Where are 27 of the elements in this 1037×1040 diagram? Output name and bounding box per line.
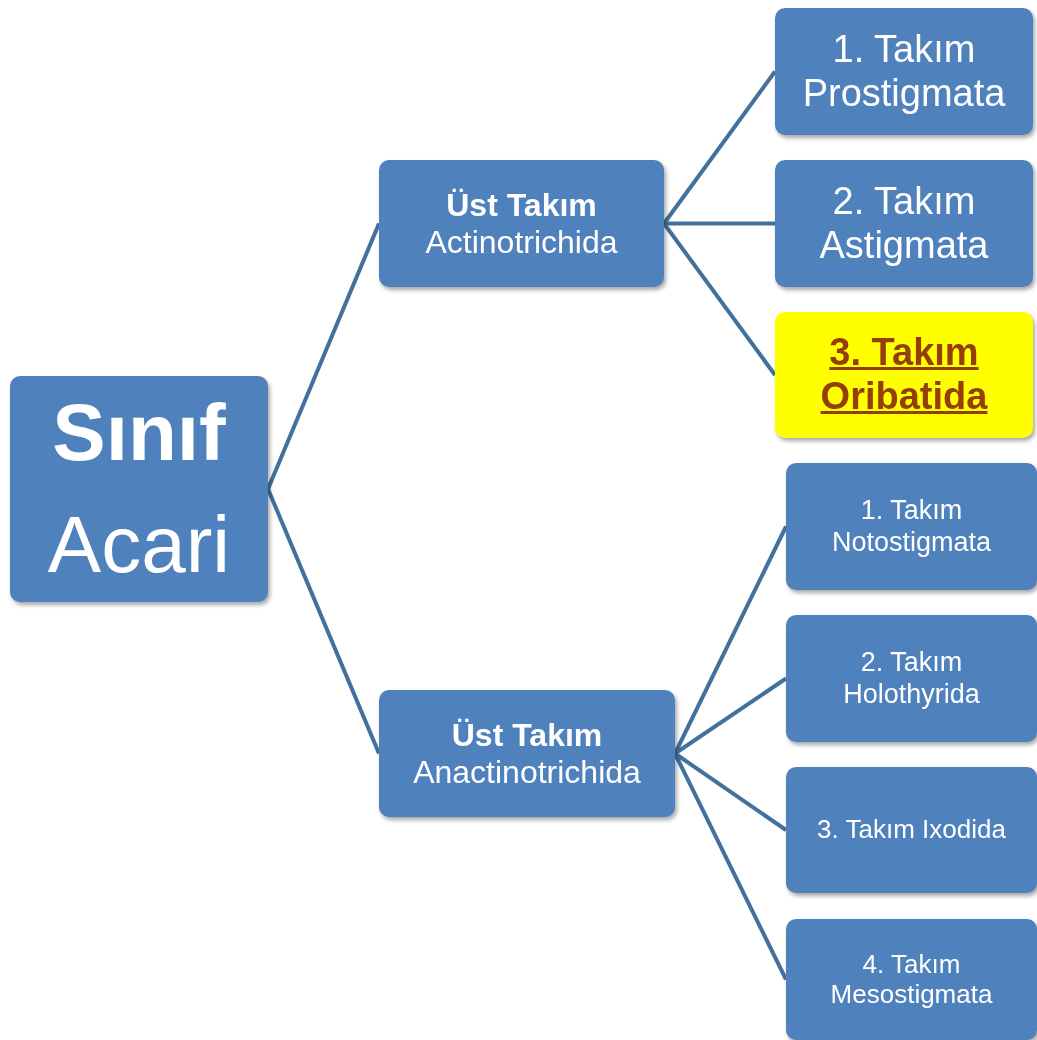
taxon-name: 2. Takım Holothyrida — [842, 647, 981, 710]
connector-line — [266, 222, 381, 490]
taxon-name: Actinotrichida — [425, 223, 618, 261]
taxon-name: 4. Takım Mesostigmata — [829, 949, 994, 1010]
heading-text: Üst Takım — [451, 716, 603, 754]
taxon-name: 2. Takım Astigmata — [818, 179, 990, 268]
taxon-name: 1. Takım Notostigmata — [830, 495, 993, 558]
taxon-box — [786, 615, 1037, 742]
taxon-box — [379, 160, 664, 287]
taxon-name: 3. Takım Ixodida — [817, 815, 1006, 845]
taxon-name: Sınıf Acari — [46, 387, 232, 591]
taxon-box — [775, 8, 1033, 135]
taxon-box — [786, 463, 1037, 590]
taxon-box — [379, 690, 675, 817]
taxon-box — [786, 767, 1037, 893]
taxon-box — [775, 160, 1033, 287]
taxon-box — [10, 376, 268, 602]
taxon-name: 3. Takım Oribatida — [819, 331, 989, 419]
connector-line — [662, 222, 777, 377]
taxon-name: Anactinotrichida — [413, 753, 641, 791]
heading-text: Üst Takım — [446, 186, 597, 224]
connector-line — [266, 488, 381, 755]
highlighted-box — [775, 312, 1033, 438]
connector-line — [664, 221, 775, 226]
taxon-name: 1. Takım Prostigmata — [801, 27, 1007, 116]
connector-line — [662, 70, 777, 225]
taxon-box — [786, 919, 1037, 1040]
